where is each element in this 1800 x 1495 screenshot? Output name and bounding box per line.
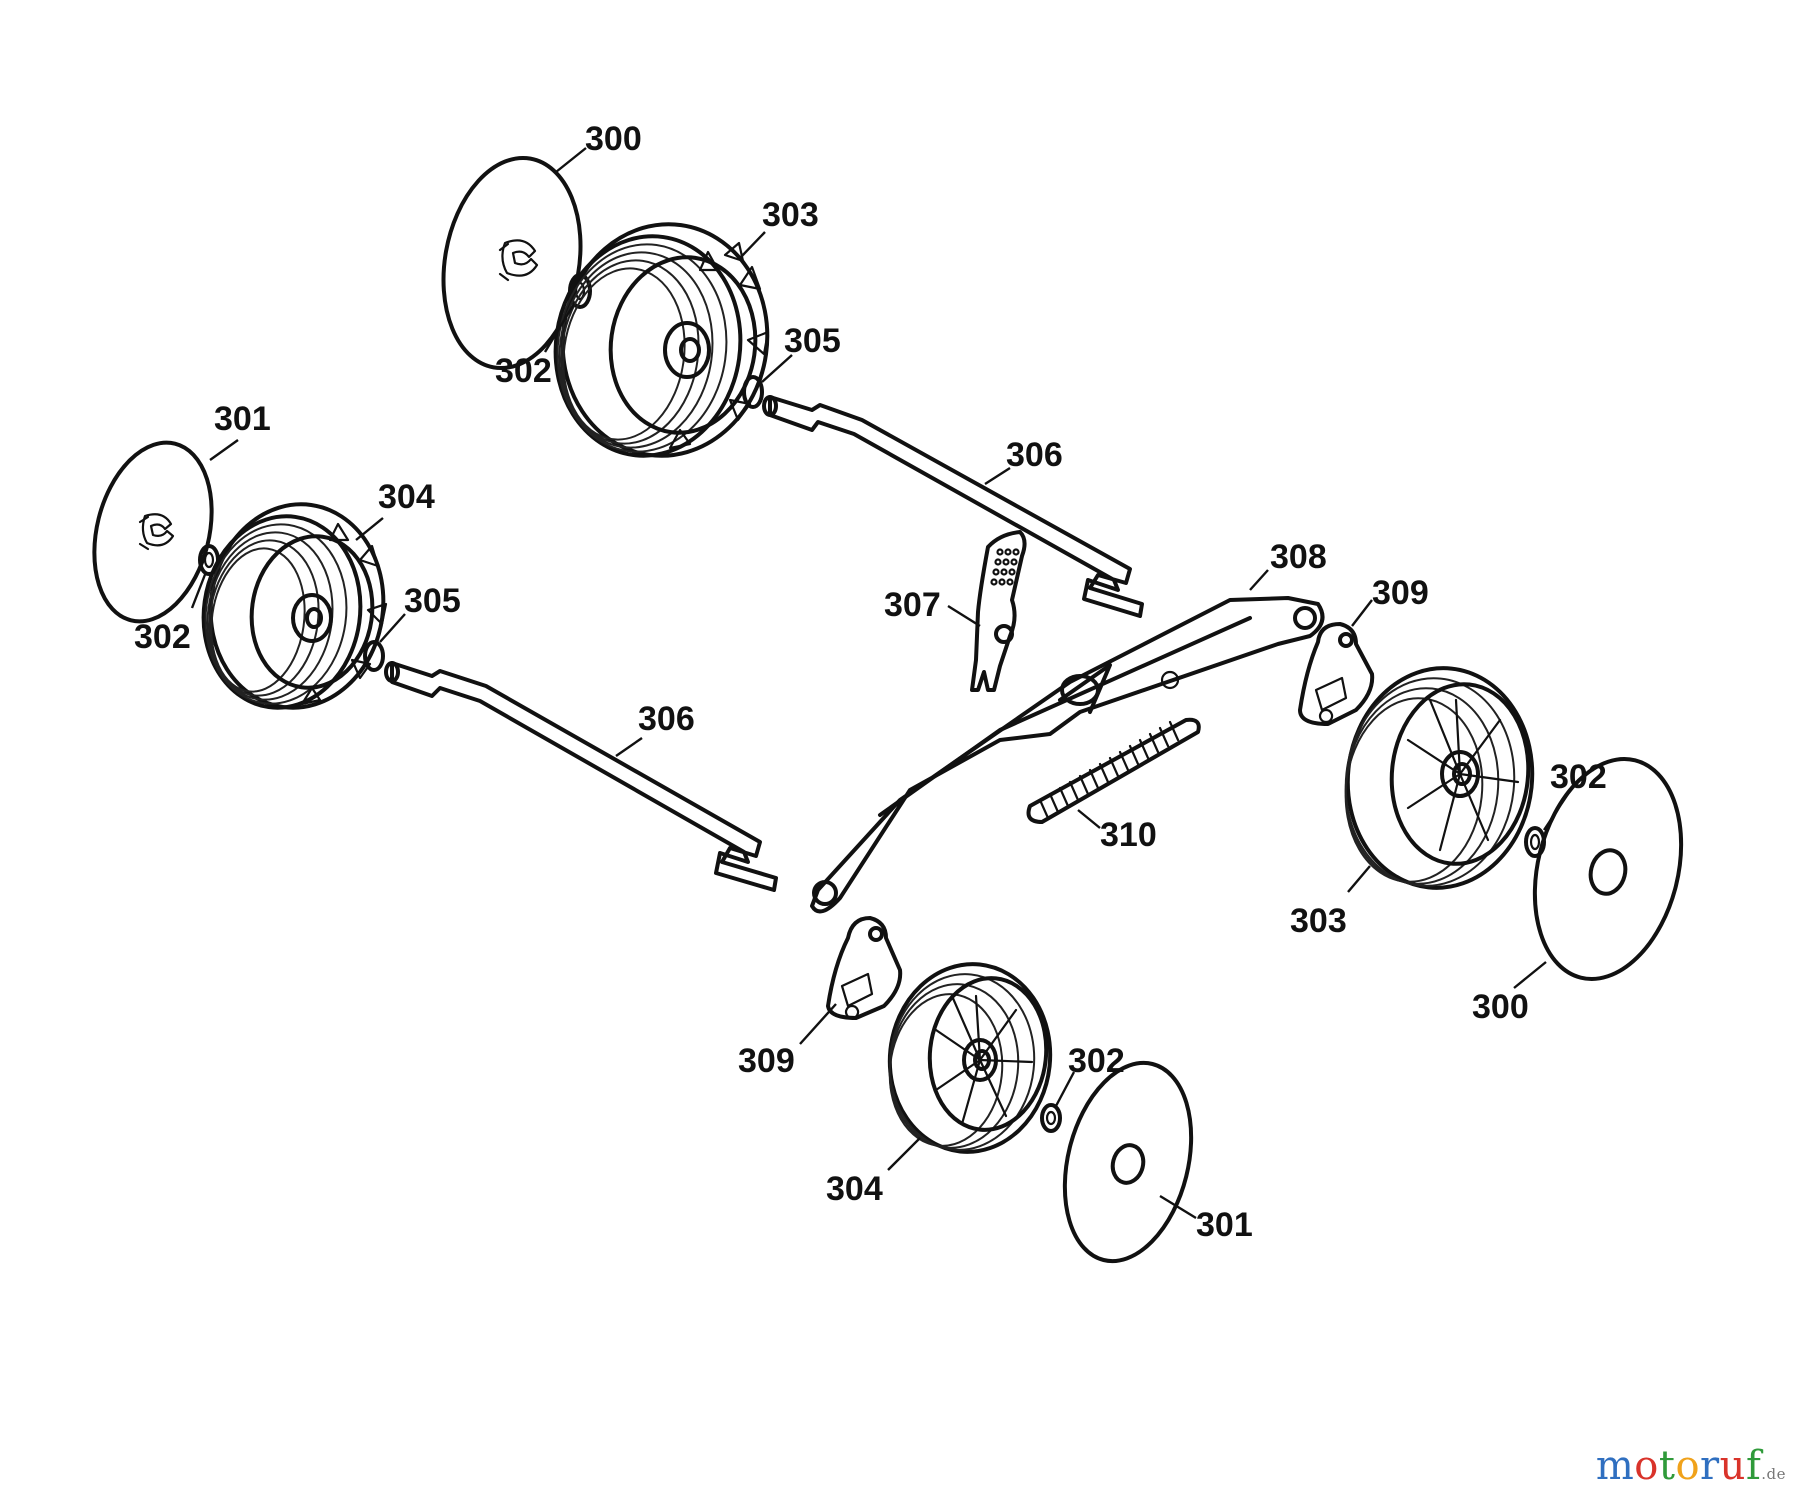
part-number-300-top: 300 [585, 120, 642, 158]
wheel-303-top [553, 222, 770, 458]
watermark-letter: o [1634, 1443, 1659, 1489]
part-number-302-right: 302 [1550, 758, 1607, 796]
height-lever-307 [970, 530, 1027, 692]
wheel-303-right [1344, 666, 1535, 890]
wheel-304-bottom [887, 962, 1053, 1154]
part-number-306-top: 306 [1006, 436, 1063, 474]
washer-302-bottom [1040, 1103, 1062, 1133]
part-number-304-bottom: 304 [826, 1170, 883, 1208]
part-number-305-left: 305 [404, 582, 461, 620]
part-number-303-right: 303 [1290, 902, 1347, 940]
watermark-letter: u [1719, 1443, 1746, 1489]
hubcap-300-right [1532, 757, 1684, 981]
part-number-306-bottom: 306 [638, 700, 695, 738]
wheel-304-left [201, 502, 388, 710]
watermark-letter: t [1658, 1443, 1676, 1489]
hubcap-301-bottom [1062, 1060, 1194, 1264]
part-number-302-bottom: 302 [1068, 1042, 1125, 1080]
part-number-308: 308 [1270, 538, 1327, 576]
part-number-302-left: 302 [134, 618, 191, 656]
part-number-301-left: 301 [214, 400, 271, 438]
bracket-309-bottom [826, 916, 903, 1020]
part-labels: 300 303 302 305 301 304 302 305 306 306 … [134, 120, 1607, 1244]
part-number-305-top: 305 [784, 322, 841, 360]
hubcap-300-top [441, 155, 583, 371]
part-number-309-right: 309 [1372, 574, 1429, 612]
watermark-letter: m [1595, 1443, 1635, 1489]
axle-306-top [762, 395, 1144, 618]
bracket-309-right [1298, 622, 1375, 726]
watermark-letter: f [1745, 1443, 1762, 1489]
part-number-304-left: 304 [378, 478, 435, 516]
part-number-307: 307 [884, 586, 941, 624]
part-number-303-top: 303 [762, 196, 819, 234]
washer-305-left [363, 640, 385, 672]
part-number-301-bottom: 301 [1196, 1206, 1253, 1244]
motoruf-watermark-logo: motoruf.de [1596, 1443, 1786, 1489]
leader-lines [190, 147, 1569, 1220]
spring-310 [1026, 717, 1201, 824]
washer-305-top [742, 375, 764, 409]
part-number-310: 310 [1100, 816, 1157, 854]
watermark-letter: o [1675, 1443, 1701, 1489]
part-number-300-right: 300 [1472, 988, 1529, 1026]
axle-306-bottom [384, 661, 778, 892]
watermark-suffix: .de [1761, 1465, 1786, 1483]
part-number-302-top: 302 [495, 352, 552, 390]
watermark-letters: motoruf [1596, 1443, 1761, 1489]
part-number-309-bottom: 309 [738, 1042, 795, 1080]
chassis-bracket-308 [810, 596, 1325, 914]
watermark-letter: r [1700, 1443, 1720, 1489]
